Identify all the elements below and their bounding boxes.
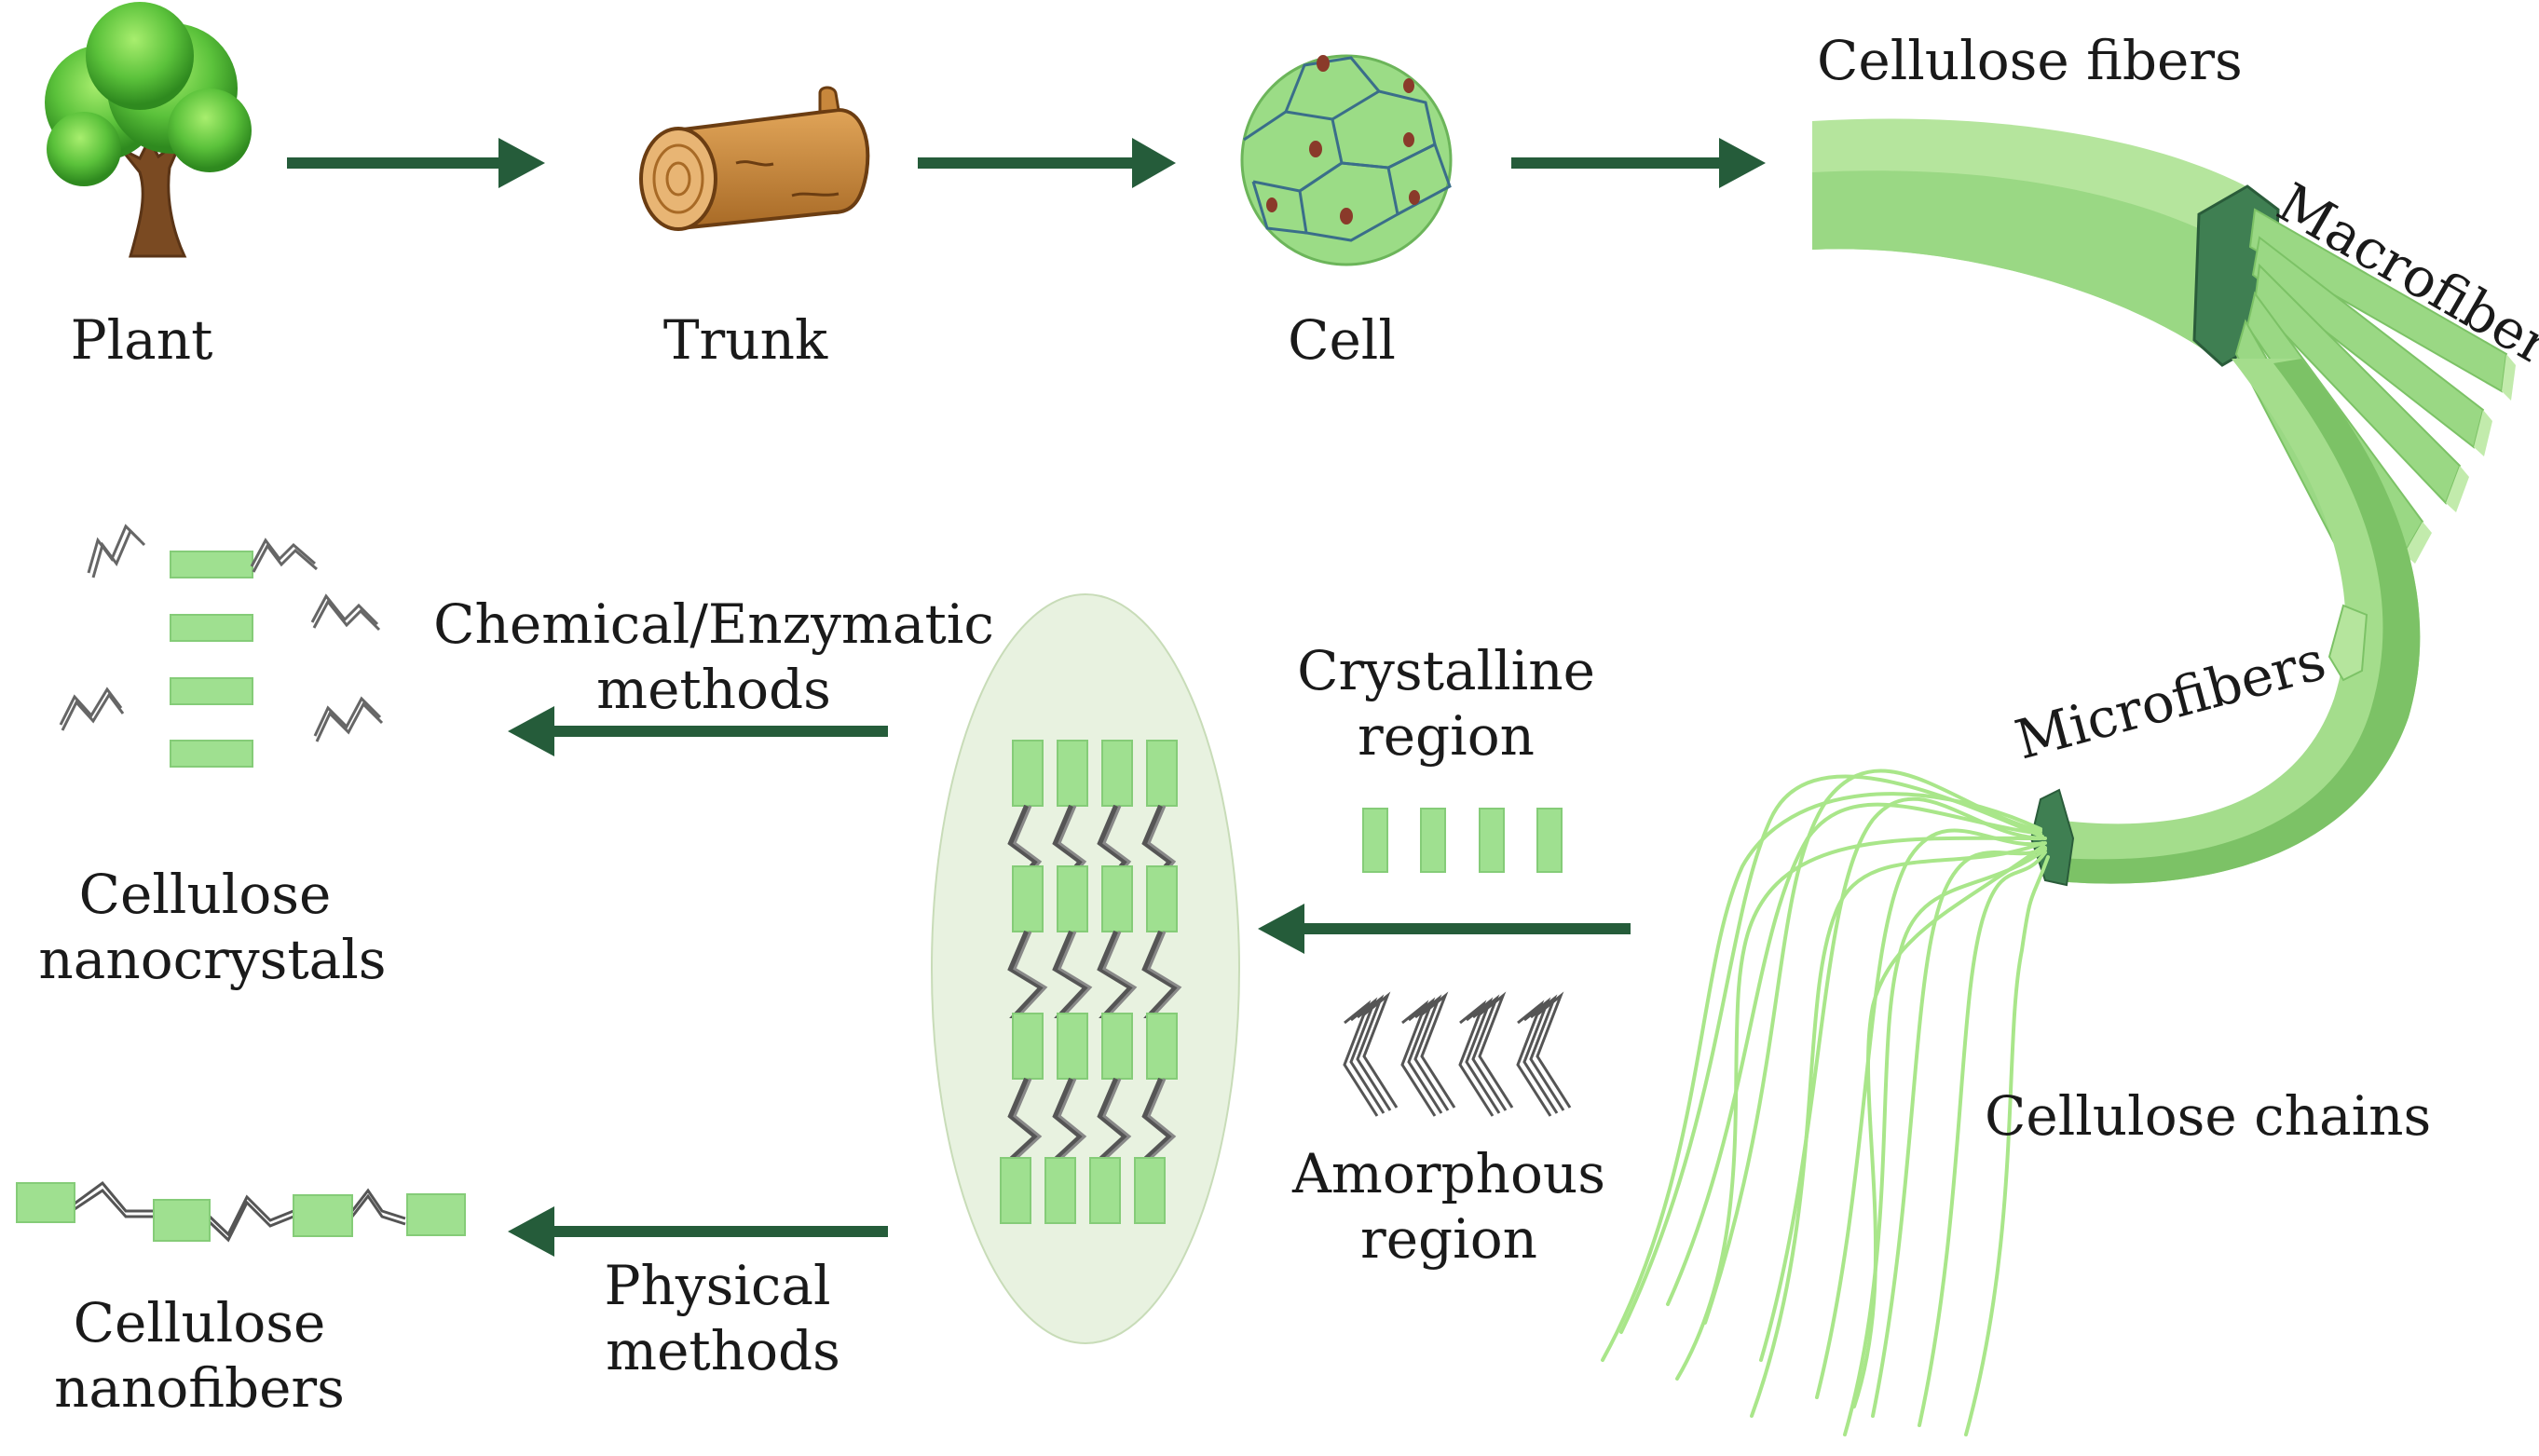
arrow-to-ellipse — [1258, 904, 1631, 954]
label-chemical-line2: methods — [596, 658, 831, 721]
tree-icon — [45, 2, 252, 258]
label-physical-line2: methods — [606, 1319, 840, 1382]
nanofibers-icon — [16, 1180, 466, 1243]
arrow-to-nanocrystals — [508, 706, 888, 756]
label-microfibers: Microfibers — [2009, 629, 2332, 772]
label-cellulose-chains: Cellulose chains — [1985, 1084, 2431, 1148]
amorphous-legend — [1343, 991, 1572, 1118]
fibril-ellipse — [931, 593, 1240, 1344]
top-arrowheads — [498, 138, 1766, 188]
log-icon — [639, 86, 870, 231]
nanocrystals-icon — [59, 524, 384, 768]
label-nanofibers-line1: Cellulose — [74, 1291, 326, 1354]
label-nanofibers-line2: nanofibers — [54, 1356, 345, 1420]
label-physical-line1: Physical — [604, 1254, 830, 1317]
label-cell: Cell — [1288, 308, 1396, 372]
fibril-column — [1000, 740, 1048, 1224]
label-cellulose-fibers: Cellulose fibers — [1817, 29, 2243, 92]
label-amorphous-line2: region — [1360, 1207, 1537, 1271]
label-amorphous-line1: Amorphous — [1291, 1142, 1605, 1205]
label-nanocrystals-line1: Cellulose — [79, 863, 332, 926]
label-crystalline-line1: Crystalline — [1297, 639, 1595, 702]
label-nanocrystals-line2: nanocrystals — [38, 928, 386, 991]
plant-cell-icon — [1240, 54, 1453, 266]
arrow-to-nanofibers — [508, 1206, 888, 1257]
label-trunk: Trunk — [663, 308, 828, 372]
fiber-bundle-icon — [1601, 118, 2516, 1436]
label-plant: Plant — [71, 308, 213, 372]
label-crystalline-line2: region — [1358, 704, 1535, 768]
label-chemical-line1: Chemical/Enzymatic — [433, 592, 994, 656]
crystalline-legend — [1362, 808, 1563, 873]
